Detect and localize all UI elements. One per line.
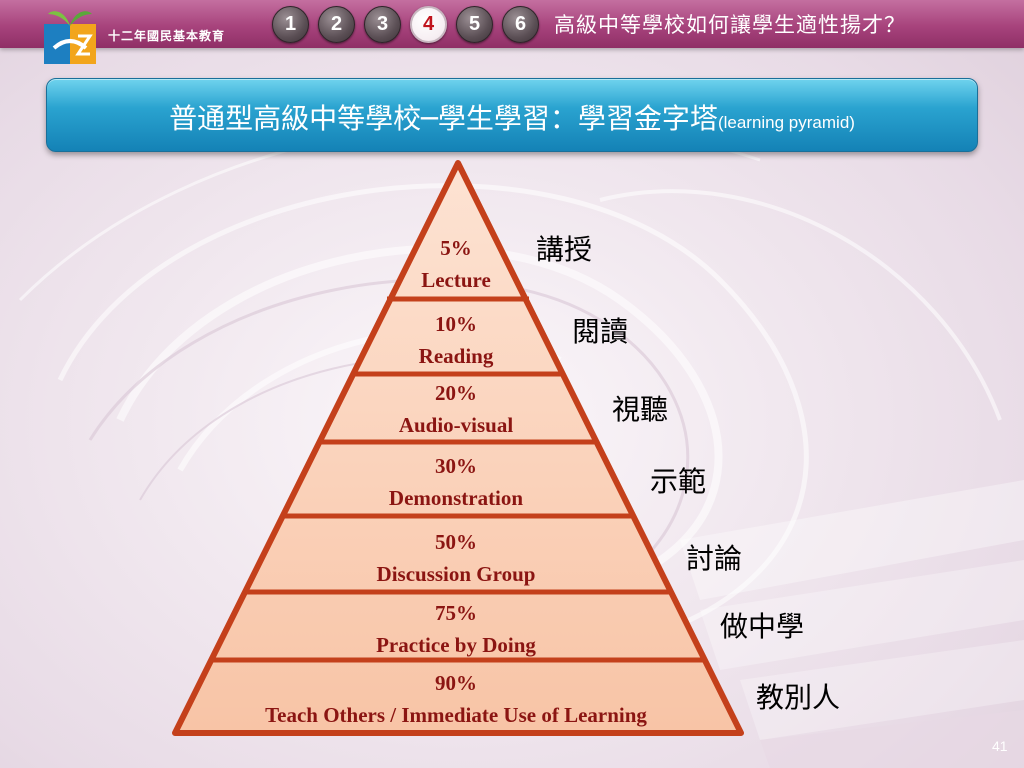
- zh-label-audio-visual: 視聽: [612, 393, 669, 426]
- pyramid-level-audio-visual: 20% Audio-visual: [336, 377, 576, 441]
- level-label: Discussion Group: [376, 562, 536, 586]
- zh-label-discussion: 討論: [686, 542, 743, 575]
- logo-text: 十二年國民基本教育: [108, 29, 226, 43]
- level-label: Teach Others / Immediate Use of Learning: [265, 703, 647, 727]
- pyramid-level-discussion-group: 50% Discussion Group: [306, 526, 606, 590]
- slide-title-main: 普通型高級中等學校─學生學習：學習金字塔: [169, 102, 718, 135]
- level-percent: 30%: [435, 454, 477, 478]
- level-label: Reading: [418, 344, 494, 368]
- zh-label-practice: 做中學: [720, 610, 805, 643]
- zh-label-reading: 閱讀: [572, 315, 629, 348]
- level-percent: 20%: [435, 381, 477, 405]
- level-label: Audio-visual: [398, 413, 514, 437]
- title-banner: 普通型高級中等學校─學生學習：學習金字塔(learning pyramid): [46, 78, 978, 152]
- slide-title: 普通型高級中等學校─學生學習：學習金字塔(learning pyramid): [47, 97, 977, 137]
- zh-label-demonstration: 示範: [650, 465, 707, 498]
- level-percent: 75%: [435, 601, 477, 625]
- pyramid-level-demonstration: 30% Demonstration: [316, 450, 596, 514]
- pyramid-level-lecture: 5% Lecture: [356, 232, 556, 296]
- level-percent: 50%: [435, 530, 477, 554]
- step-6-button[interactable]: 6: [502, 6, 539, 43]
- step-navigation: 1 2 3 4 5 6: [272, 6, 539, 43]
- header-title: 高級中等學校如何讓學生適性揚才？: [554, 13, 906, 37]
- level-percent: 90%: [435, 671, 477, 695]
- zh-label-teach-others: 教別人: [756, 681, 841, 714]
- step-5-button[interactable]: 5: [456, 6, 493, 43]
- pyramid-level-practice-by-doing: 75% Practice by Doing: [306, 597, 606, 661]
- step-3-button[interactable]: 3: [364, 6, 401, 43]
- level-label: Demonstration: [388, 486, 524, 510]
- level-percent: 10%: [435, 312, 477, 336]
- step-4-button-active[interactable]: 4: [410, 6, 447, 43]
- level-label: Practice by Doing: [376, 633, 536, 657]
- level-label: Lecture: [421, 268, 491, 292]
- slide-title-subtitle: (learning pyramid): [717, 113, 855, 132]
- pyramid-level-reading: 10% Reading: [356, 308, 556, 372]
- slide-number: 41: [992, 738, 1008, 754]
- education-logo-icon: [44, 11, 96, 64]
- pyramid-level-teach-others: 90% Teach Others / Immediate Use of Lear…: [196, 667, 716, 731]
- step-2-button[interactable]: 2: [318, 6, 355, 43]
- zh-label-lecture: 講授: [536, 233, 593, 266]
- level-percent: 5%: [440, 236, 472, 260]
- top-header-bar: 十二年國民基本教育 1 2 3 4 5 6 高級中等學校如何讓學生適性揚才？: [0, 0, 1024, 64]
- step-1-button[interactable]: 1: [272, 6, 309, 43]
